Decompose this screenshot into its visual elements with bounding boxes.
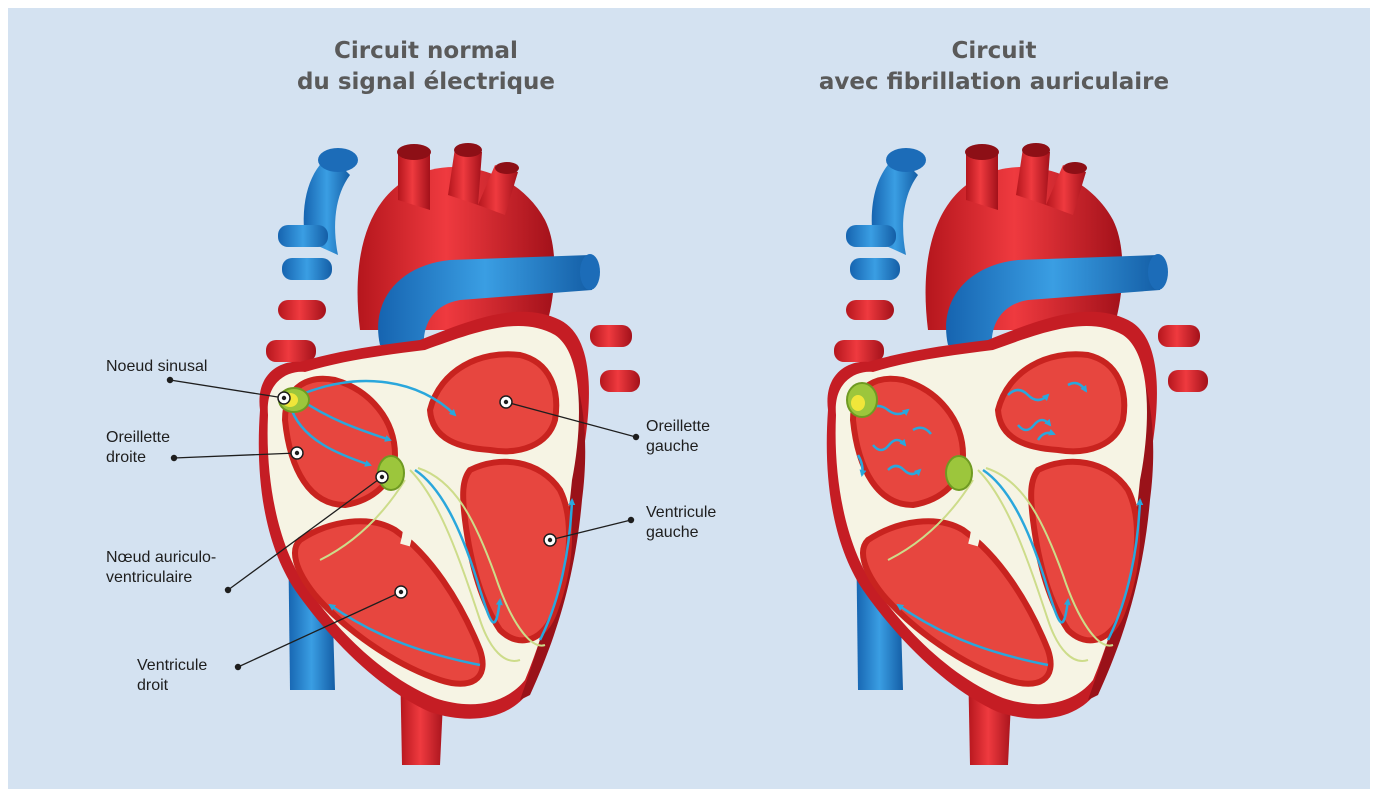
label-sinus-node-text: Noeud sinusal	[106, 357, 207, 377]
label-left-ventricle-line2: gauche	[646, 523, 716, 543]
label-av-node-line1: Nœud auriculo-	[106, 548, 216, 568]
label-right-ventricle-line1: Ventricule	[137, 656, 207, 676]
heart-normal	[259, 143, 640, 765]
label-av-node-line2: ventriculaire	[106, 568, 216, 588]
label-right-ventricle: Ventricule droit	[137, 656, 207, 696]
label-left-ventricle: Ventricule gauche	[646, 503, 716, 543]
label-left-atrium-line2: gauche	[646, 437, 710, 457]
label-left-atrium-line1: Oreillette	[646, 417, 710, 437]
label-right-atrium: Oreillette droite	[106, 428, 170, 468]
label-right-atrium-line1: Oreillette	[106, 428, 170, 448]
label-right-ventricle-line2: droit	[137, 676, 207, 696]
label-left-ventricle-line1: Ventricule	[646, 503, 716, 523]
label-av-node: Nœud auriculo- ventriculaire	[106, 548, 216, 588]
label-left-atrium: Oreillette gauche	[646, 417, 710, 457]
label-sinus-node: Noeud sinusal	[106, 357, 207, 377]
label-right-atrium-line2: droite	[106, 448, 170, 468]
heart-fibrillation	[827, 143, 1208, 765]
